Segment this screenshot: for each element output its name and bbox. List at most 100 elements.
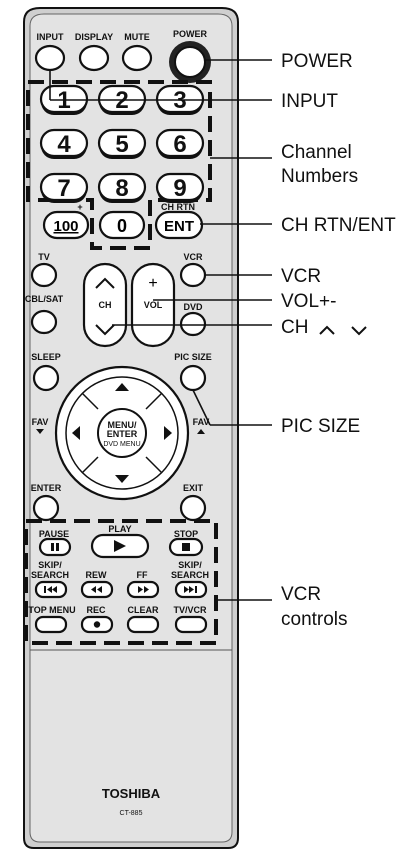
ent-label: ENT xyxy=(164,218,194,235)
arrow-down-icon[interactable] xyxy=(115,475,129,483)
number-button-7[interactable] xyxy=(39,172,89,202)
top-menu-button[interactable] xyxy=(34,615,68,634)
sleep-label: SLEEP xyxy=(31,352,61,362)
rec-label: REC xyxy=(86,605,106,615)
fav-right-label: FAV xyxy=(193,417,210,427)
skip-forward-icon xyxy=(184,586,197,593)
rewind-icon xyxy=(91,586,102,593)
input-label: INPUT xyxy=(37,32,65,42)
cbl-sat-label: CBL/SAT xyxy=(25,294,64,304)
arrow-up-icon[interactable] xyxy=(115,383,129,391)
skip-back-label-1: SKIP/ xyxy=(38,560,62,570)
arrow-left-icon[interactable] xyxy=(72,426,80,440)
tv-button[interactable] xyxy=(30,262,58,288)
record-icon xyxy=(93,621,101,628)
number-label-8: 8 xyxy=(115,175,128,202)
number-button-6[interactable] xyxy=(155,128,205,158)
enter-label: ENTER xyxy=(31,483,62,493)
callout-vcr: VCR xyxy=(281,266,321,287)
callout-channel-numbers-2: Numbers xyxy=(281,166,358,187)
callout-chevron-down-icon xyxy=(351,326,367,336)
vol-plus-label: + xyxy=(148,275,157,292)
number-button-4[interactable] xyxy=(39,128,89,158)
zero-label: 0 xyxy=(117,216,127,236)
pause-icon xyxy=(51,543,59,551)
rew-label: REW xyxy=(86,570,108,580)
tv-label: TV xyxy=(38,252,50,262)
fast-forward-icon xyxy=(138,586,149,593)
mute-label: MUTE xyxy=(124,32,150,42)
number-label-7: 7 xyxy=(57,175,70,202)
number-label-6: 6 xyxy=(173,131,186,158)
callout-vcr-controls-1: VCR xyxy=(281,584,321,605)
callout-ch-rtn-ent: CH RTN/ENT xyxy=(281,215,396,236)
brand-logo: TOSHIBA xyxy=(102,786,161,801)
leader-lines xyxy=(49,59,272,601)
arrow-right-icon[interactable] xyxy=(164,426,172,440)
fav-down-icon[interactable] xyxy=(36,429,44,434)
exit-label: EXIT xyxy=(183,483,204,493)
callout-vol: VOL+- xyxy=(281,291,336,312)
display-button[interactable] xyxy=(78,44,110,72)
number-label-4: 4 xyxy=(57,131,71,158)
play-label: PLAY xyxy=(108,524,131,534)
menu-label: MENU/ xyxy=(108,420,137,430)
display-label: DISPLAY xyxy=(75,32,113,42)
input-button[interactable] xyxy=(34,44,66,72)
pic-size-button[interactable] xyxy=(179,364,207,392)
number-button-3[interactable] xyxy=(155,84,205,114)
zero-button[interactable] xyxy=(98,210,146,240)
number-button-9[interactable] xyxy=(155,172,205,202)
top-menu-label: TOP MENU xyxy=(28,605,75,615)
hundred-label: 100 xyxy=(53,218,78,235)
callout-input: INPUT xyxy=(281,91,338,112)
pic-size-label: PIC SIZE xyxy=(174,352,212,362)
vcr-button[interactable] xyxy=(179,262,207,288)
skip-back-label-2: SEARCH xyxy=(31,570,69,580)
ent-button[interactable] xyxy=(154,210,204,240)
play-icon xyxy=(114,540,126,552)
cbl-sat-button[interactable] xyxy=(30,309,58,335)
sleep-button[interactable] xyxy=(32,364,60,392)
chevron-up-icon[interactable] xyxy=(95,277,115,289)
clear-button[interactable] xyxy=(126,615,160,634)
number-button-5[interactable] xyxy=(97,128,147,158)
vcr-label: VCR xyxy=(183,252,203,262)
mute-button[interactable] xyxy=(121,44,153,72)
power-label: POWER xyxy=(173,29,208,39)
pause-label: PAUSE xyxy=(39,529,69,539)
clear-label: CLEAR xyxy=(128,605,159,615)
number-label-5: 5 xyxy=(115,131,128,158)
number-button-2[interactable] xyxy=(97,84,147,114)
callout-power: POWER xyxy=(281,51,353,72)
pause-button[interactable] xyxy=(38,537,72,557)
ff-label: FF xyxy=(137,570,148,580)
tv-vcr-button[interactable] xyxy=(174,615,208,634)
number-label-9: 9 xyxy=(173,175,186,202)
model-number: CT-885 xyxy=(120,810,143,817)
skip-fwd-label-1: SKIP/ xyxy=(178,560,202,570)
stop-icon xyxy=(182,543,190,551)
tv-vcr-label: TV/VCR xyxy=(173,605,207,615)
dvd-label: DVD xyxy=(183,302,203,312)
dvd-button[interactable] xyxy=(179,311,207,337)
callout-ch: CH xyxy=(281,317,308,338)
callout-vcr-controls-2: controls xyxy=(281,609,348,630)
direction-pad xyxy=(54,365,190,501)
number-button-8[interactable] xyxy=(97,172,147,202)
dvd-menu-label: DVD MENU xyxy=(103,441,140,448)
ch-label: CH xyxy=(99,300,112,310)
fav-left-label: FAV xyxy=(32,417,49,427)
power-button[interactable] xyxy=(174,46,206,78)
exit-button[interactable] xyxy=(179,494,207,522)
fav-up-icon[interactable] xyxy=(197,429,205,434)
ch-rtn-label: CH RTN xyxy=(161,202,195,212)
callout-pic-size: PIC SIZE xyxy=(281,416,360,437)
chevron-down-icon[interactable] xyxy=(95,324,115,336)
enter-button[interactable] xyxy=(32,494,60,522)
menu-enter-button[interactable] xyxy=(97,408,147,458)
number-button-1[interactable] xyxy=(39,84,89,114)
vcr-controls-box xyxy=(24,519,218,645)
hundred-button[interactable] xyxy=(42,210,90,240)
